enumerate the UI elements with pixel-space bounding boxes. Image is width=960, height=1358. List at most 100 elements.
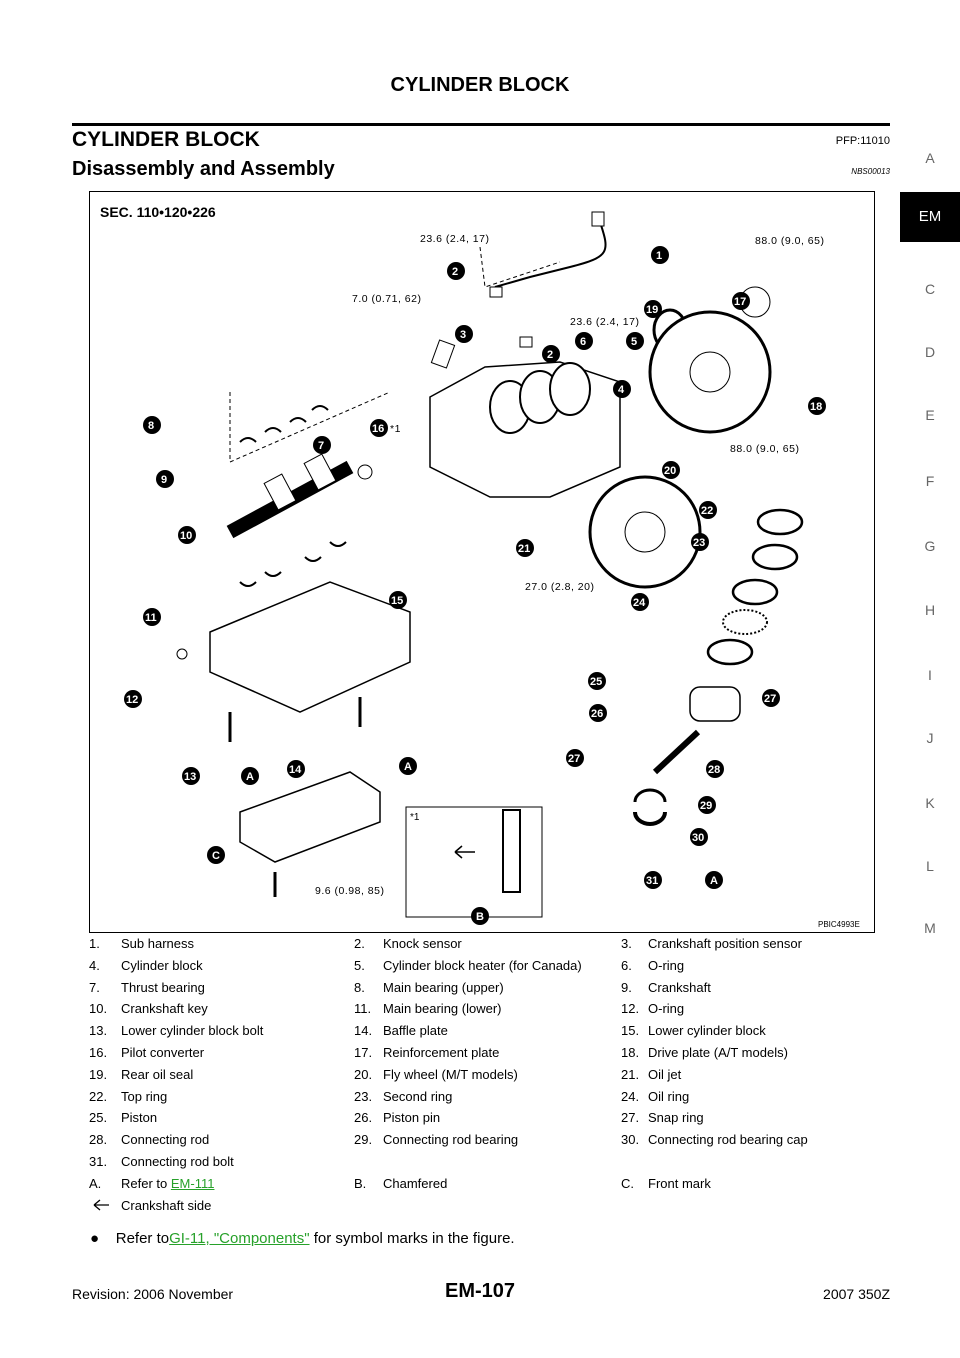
svg-text:A: A [710, 875, 718, 887]
svg-text:26: 26 [591, 708, 603, 720]
running-header-title: CYLINDER BLOCK [390, 74, 570, 96]
tab-j[interactable]: J [926, 730, 934, 746]
tab-k[interactable]: K [925, 795, 935, 811]
sec-label: SEC. 110•120•226 [100, 204, 216, 220]
inset-arrow-shape [454, 845, 475, 859]
knock-sensor-lower-shape [519, 336, 533, 348]
torque-label-3: 7.0 (0.71, 62) [352, 293, 421, 305]
refer-to-text: Refer to [121, 1175, 168, 1191]
legend-row: 28.Connecting rod 29.Connecting rod bear… [89, 1132, 808, 1148]
callout-2a: 2 [447, 262, 465, 280]
svg-text:23: 23 [693, 537, 705, 549]
tab-i[interactable]: I [928, 667, 932, 683]
tab-d[interactable]: D [924, 344, 936, 360]
arrow-left-icon [89, 1198, 111, 1215]
callout-27a: 27 [762, 689, 780, 707]
svg-text:16: 16 [372, 423, 384, 435]
svg-text:19: 19 [646, 304, 658, 316]
figure-id: PBIC4993E [818, 920, 860, 929]
tab-e[interactable]: E [925, 407, 935, 423]
tab-h[interactable]: H [924, 602, 936, 618]
callout-21: 21 [516, 539, 534, 557]
footer-model: 2007 350Z [823, 1286, 890, 1302]
legend-row: 13.Lower cylinder block bolt 14.Baffle p… [89, 1023, 766, 1039]
callout-22: 22 [699, 501, 717, 519]
callout-18: 18 [808, 397, 826, 415]
callout-11: 11 [143, 608, 161, 626]
inset-chamfer-shape [502, 809, 521, 893]
callout-27b: 27 [566, 749, 584, 767]
svg-text:8: 8 [148, 420, 154, 432]
svg-text:5: 5 [631, 336, 637, 348]
svg-text:C: C [212, 850, 220, 862]
svg-text:15: 15 [391, 595, 403, 607]
piston-shape [689, 686, 741, 722]
svg-text:12: 12 [126, 694, 138, 706]
svg-text:18: 18 [810, 401, 822, 413]
tab-em-active[interactable]: EM [900, 192, 960, 242]
oil-ring-upper-shape [731, 578, 779, 606]
inset-box-shape [405, 806, 543, 918]
drive-plate-shape [648, 310, 772, 434]
callout-13: 13 [182, 767, 200, 785]
callout-a1: A [241, 767, 259, 785]
torque-label-7: 9.6 (0.98, 85) [315, 885, 384, 897]
svg-text:14: 14 [289, 764, 302, 776]
svg-text:29: 29 [700, 800, 712, 812]
callout-4: 4 [613, 380, 631, 398]
legend-row: 7.Thrust bearing 8.Main bearing (upper) … [89, 979, 711, 995]
svg-text:20: 20 [664, 465, 676, 477]
callout-16: 16 [370, 419, 388, 437]
main-bearings-lower-shape [239, 541, 347, 587]
svg-text:2: 2 [547, 349, 553, 361]
tab-f[interactable]: F [925, 473, 935, 489]
exploded-view-figure: SEC. 110•120•226 [89, 191, 875, 933]
svg-text:30: 30 [692, 832, 704, 844]
rod-cap-shape [633, 811, 667, 826]
gi-11-link[interactable]: GI-11, "Components" [169, 1230, 310, 1247]
torque-label-4: 23.6 (2.4, 17) [570, 316, 639, 328]
rod-bearing-shape [633, 788, 667, 803]
leader-dashed-1-shape [229, 391, 391, 463]
top-ring-shape [756, 508, 804, 536]
tab-g[interactable]: G [924, 538, 936, 554]
tab-c[interactable]: C [924, 281, 936, 297]
svg-text:17: 17 [734, 296, 746, 308]
callout-2b: 2 [542, 345, 560, 363]
svg-text:10: 10 [180, 530, 192, 542]
svg-text:31: 31 [646, 875, 658, 887]
callout-25: 25 [588, 672, 606, 690]
legend-row: 1.Sub harness 2.Knock sensor 3.Crankshaf… [89, 936, 802, 951]
exploded-view-drawing: SEC. 110•120•226 [100, 204, 860, 929]
callout-29: 29 [698, 796, 716, 814]
section-title: CYLINDER BLOCK [72, 128, 260, 151]
callout-30: 30 [690, 828, 708, 846]
svg-text:28: 28 [708, 764, 720, 776]
flywheel-hub-shape [624, 511, 666, 553]
callout-b: B [471, 907, 489, 925]
callout-19: 19 [644, 300, 662, 318]
legend-row: 25.Piston 26.Piston pin 27.Snap ring [89, 1110, 704, 1126]
tab-a[interactable]: A [925, 150, 935, 166]
tab-m[interactable]: M [924, 920, 936, 936]
svg-text:6: 6 [580, 336, 586, 348]
torque-label-2: 88.0 (9.0, 65) [755, 235, 824, 247]
callout-26: 26 [589, 704, 607, 722]
knock-sensor-upper-shape [489, 286, 503, 298]
header-rule [72, 123, 890, 126]
tab-l[interactable]: L [926, 858, 934, 874]
subsection-title: Disassembly and Assembly [72, 158, 335, 180]
callout-9: 9 [156, 470, 174, 488]
callout-6: 6 [575, 332, 593, 350]
callout-17: 17 [732, 292, 750, 310]
svg-text:11: 11 [145, 612, 157, 624]
torque-label-1: 23.6 (2.4, 17) [420, 233, 489, 245]
callout-24: 24 [631, 593, 649, 611]
svg-text:27: 27 [568, 753, 580, 765]
em-111-link[interactable]: EM-111 [170, 1175, 215, 1191]
callout-14: 14 [287, 760, 305, 778]
second-ring-shape [751, 543, 799, 571]
callout-23: 23 [691, 533, 709, 551]
svg-text:3: 3 [460, 329, 466, 341]
legend-row: 4.Cylinder block 5.Cylinder block heater… [89, 957, 685, 973]
